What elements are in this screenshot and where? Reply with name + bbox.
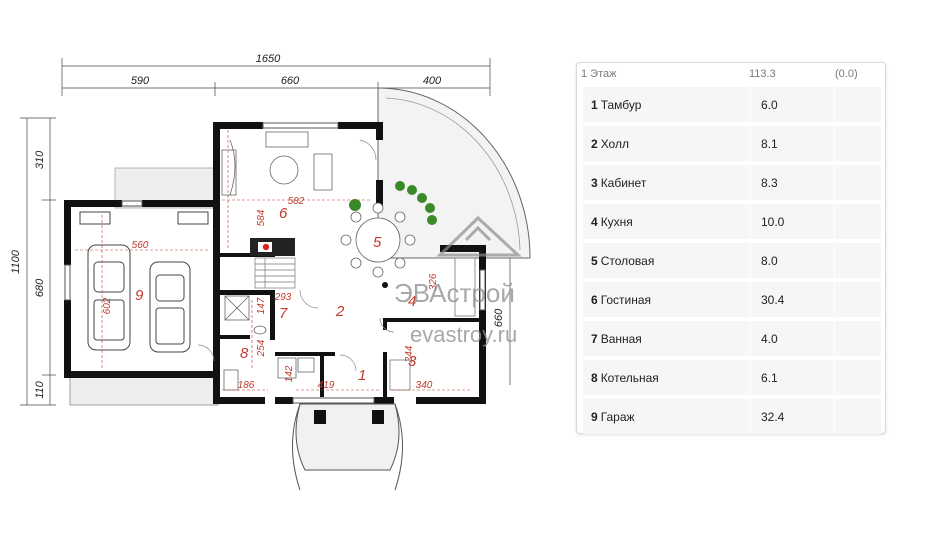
inner-dimension-guides bbox=[75, 130, 470, 391]
dim-toilet-height: 142 bbox=[284, 365, 295, 382]
door-swings bbox=[197, 139, 395, 372]
room-area: 32.4 bbox=[761, 410, 785, 424]
dim-kitchen-height: 326 bbox=[428, 273, 439, 290]
room-name: Столовая bbox=[600, 254, 655, 268]
dim-living-width: 582 bbox=[288, 196, 305, 207]
room-num: 8 bbox=[591, 371, 598, 385]
room-name: Кабинет bbox=[600, 176, 647, 190]
room-name: Тамбур bbox=[600, 98, 642, 112]
room-number-5: 5 bbox=[373, 234, 382, 251]
bathroom-fixtures bbox=[223, 295, 315, 391]
room-area: 8.0 bbox=[761, 254, 778, 268]
room-area: 10.0 bbox=[761, 215, 785, 229]
room-area: 8.3 bbox=[761, 176, 778, 190]
fireplace bbox=[250, 238, 295, 256]
watermark: ЭВАстрой evastroy.ru bbox=[394, 215, 522, 347]
dim-total-width: 1650 bbox=[256, 53, 281, 65]
legend-total-area: 113.3 bbox=[749, 68, 776, 80]
staircase bbox=[254, 257, 296, 289]
room-area: 8.1 bbox=[761, 137, 778, 151]
entry-porch bbox=[292, 403, 403, 491]
living-room-furniture bbox=[221, 131, 333, 196]
windows bbox=[64, 122, 486, 404]
room-area: 6.1 bbox=[761, 371, 778, 385]
room-area: 6.0 bbox=[761, 98, 778, 112]
room-number-7: 7 bbox=[279, 305, 288, 322]
dim-garage-depth: 602 bbox=[102, 297, 113, 314]
room-num: 1 bbox=[591, 98, 598, 112]
room-num: 2 bbox=[591, 137, 598, 151]
bay-window-arc-inner bbox=[385, 97, 521, 251]
legend-level: (0.0) bbox=[835, 68, 858, 80]
room-area: 4.0 bbox=[761, 332, 778, 346]
room-number-9: 9 bbox=[135, 287, 144, 304]
room-name: Гараж bbox=[600, 410, 635, 424]
room-number-4: 4 bbox=[408, 293, 416, 310]
dim-study-height: 244 bbox=[404, 345, 415, 363]
dim-right-width: 400 bbox=[423, 75, 442, 87]
dim-left-width: 590 bbox=[131, 75, 150, 87]
room-num: 4 bbox=[591, 215, 598, 229]
room-name: Котельная bbox=[600, 371, 659, 385]
walls bbox=[64, 122, 486, 404]
dim-mid-width: 660 bbox=[281, 75, 300, 87]
floor-plan: 1650 590 660 400 1100 310 680 110 440 66… bbox=[10, 53, 531, 491]
room-name: Гостиная bbox=[600, 293, 652, 307]
legend-header: 1 Этаж 113.3 (0.0) bbox=[577, 63, 885, 85]
room-num: 5 bbox=[591, 254, 598, 268]
watermark-house-icon bbox=[436, 215, 522, 257]
dim-mid-height: 680 bbox=[34, 278, 46, 297]
dim-bottom-height: 110 bbox=[34, 380, 46, 398]
room-number-8: 8 bbox=[240, 345, 249, 362]
dim-bath-width: 293 bbox=[274, 292, 292, 303]
bay-window-arc bbox=[377, 87, 531, 259]
room-number-3: 3 bbox=[408, 353, 417, 370]
room-name: Холл bbox=[600, 137, 629, 151]
dining-table bbox=[340, 202, 416, 278]
garage-terrace bbox=[69, 374, 219, 406]
dim-bath-height: 147 bbox=[256, 297, 267, 314]
room-name: Ванная bbox=[600, 332, 642, 346]
garage-cars bbox=[79, 211, 209, 353]
dim-living-height: 584 bbox=[256, 209, 267, 226]
room-num: 6 bbox=[591, 293, 598, 307]
room-number-2: 2 bbox=[335, 303, 345, 320]
dim-garage-width: 560 bbox=[132, 240, 149, 251]
dim-study-width: 340 bbox=[416, 380, 433, 391]
dim-boiler-height: 254 bbox=[256, 339, 267, 357]
room-num: 3 bbox=[591, 176, 598, 190]
dim-top-height: 310 bbox=[34, 150, 46, 169]
room-num: 7 bbox=[591, 332, 598, 346]
legend-floor: 1 Этаж bbox=[581, 68, 617, 80]
dim-right-side: 660 bbox=[493, 308, 505, 327]
dim-hall-width: 419 bbox=[318, 380, 335, 391]
dim-total-height: 1100 bbox=[10, 249, 22, 274]
watermark-url: evastroy.ru bbox=[410, 322, 517, 347]
room-number-1: 1 bbox=[358, 367, 366, 384]
room-area: 30.4 bbox=[761, 293, 785, 307]
room-num: 9 bbox=[591, 410, 598, 424]
room-number-6: 6 bbox=[279, 205, 288, 222]
watermark-title: ЭВАстрой bbox=[394, 278, 515, 308]
dimension-lines bbox=[20, 58, 511, 406]
dim-boiler-width: 186 bbox=[238, 380, 255, 391]
room-name: Кухня bbox=[600, 215, 633, 229]
plants bbox=[349, 181, 437, 225]
column-dot bbox=[382, 282, 388, 288]
